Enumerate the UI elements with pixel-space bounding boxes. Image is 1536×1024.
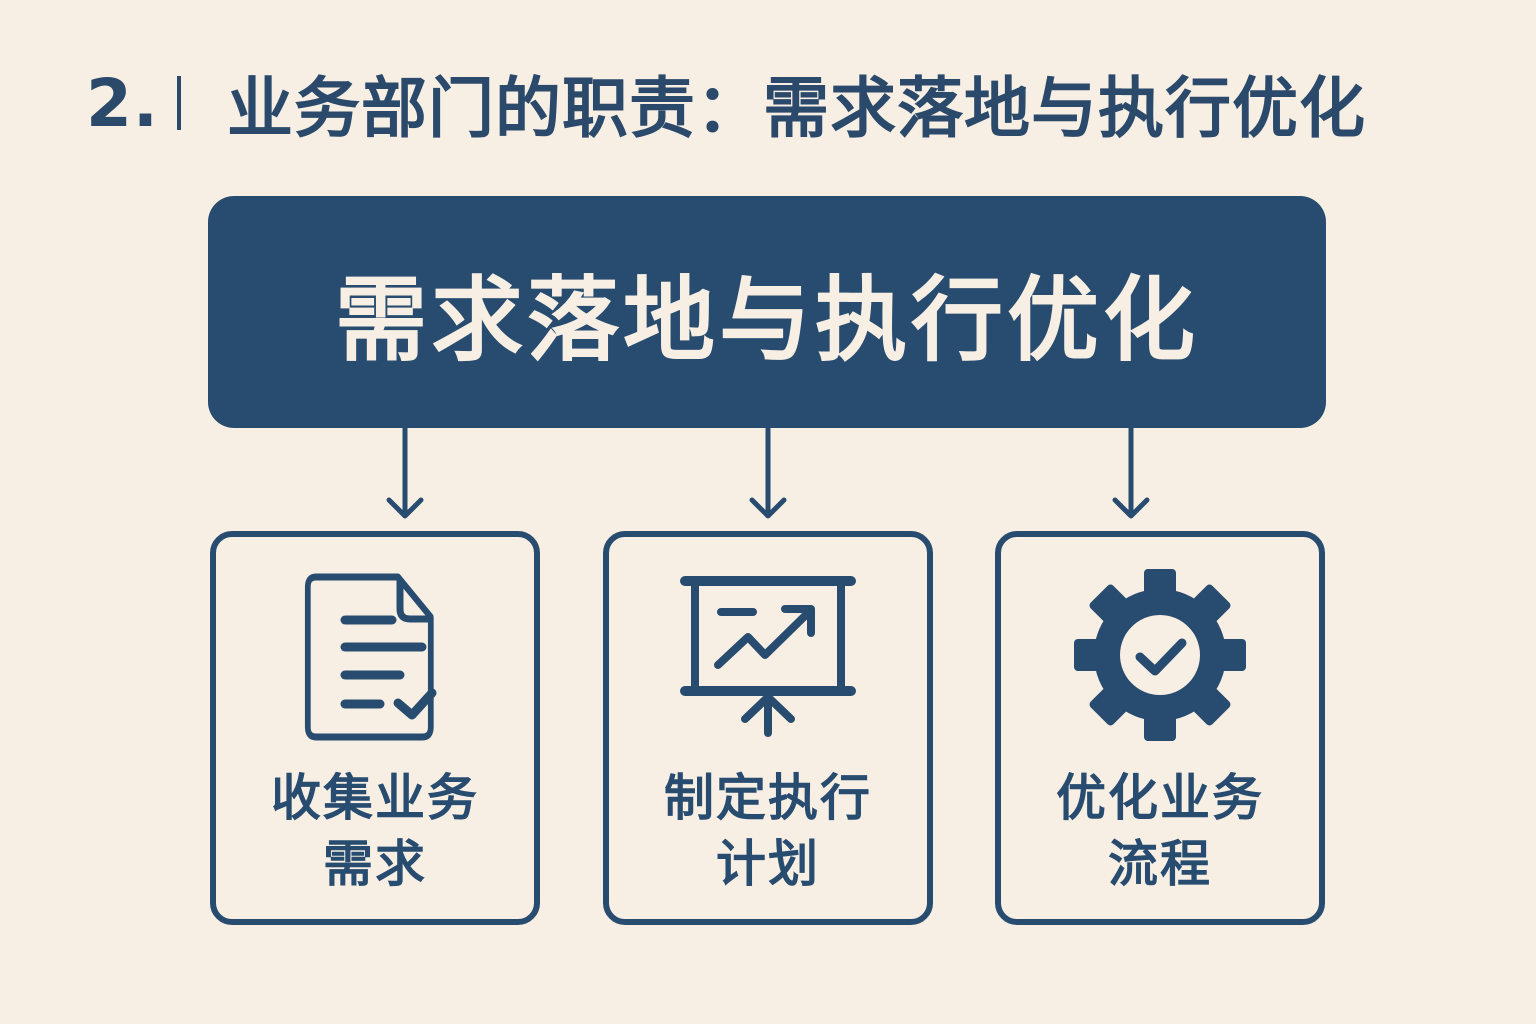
card-label: 制定执行 计划 — [664, 769, 872, 893]
arrow-down-icon — [386, 428, 424, 519]
section-number: 2. — [86, 64, 159, 142]
card-label: 优化业务 流程 — [1056, 769, 1264, 893]
card-label: 收集业务 需求 — [271, 769, 479, 893]
title-divider — [177, 76, 181, 130]
title-text: 业务部门的职责：需求落地与执行优化 — [227, 70, 1366, 147]
arrow-down-icon — [1112, 428, 1150, 519]
document-check-icon — [304, 573, 437, 741]
page-title: 2. 业务部门的职责：需求落地与执行优化 — [86, 58, 1366, 148]
card-collect-requirements: 收集业务 需求 — [210, 531, 540, 925]
card-execution-plan: 制定执行 计划 — [603, 531, 933, 925]
main-box: 需求落地与执行优化 — [208, 196, 1326, 428]
arrow-down-icon — [749, 428, 787, 519]
main-box-label: 需求落地与执行优化 — [334, 266, 1199, 374]
presentation-chart-icon — [680, 576, 856, 737]
gear-check-icon — [1074, 569, 1246, 741]
card-optimize-process: 优化业务 流程 — [995, 531, 1325, 925]
